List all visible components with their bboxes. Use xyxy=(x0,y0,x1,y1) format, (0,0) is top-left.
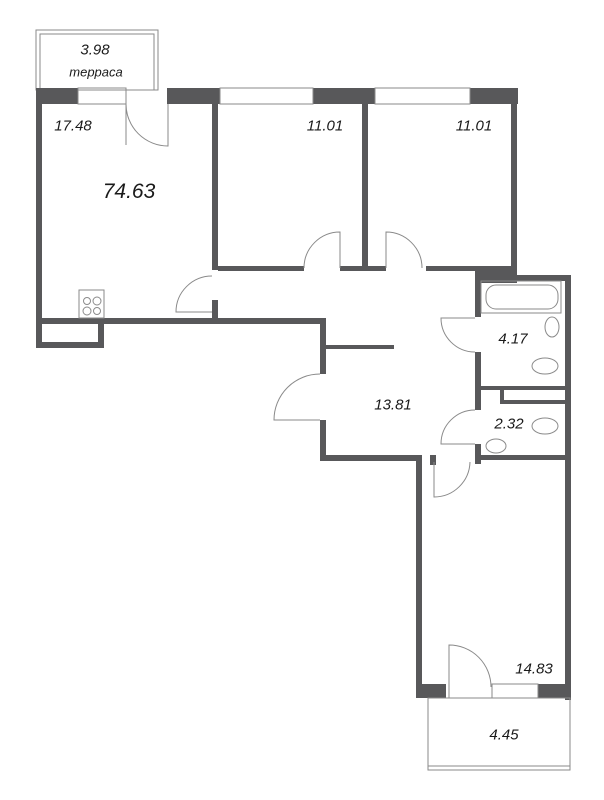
balcony-area: 4.45 xyxy=(489,726,519,744)
sink-icon xyxy=(485,438,507,454)
terrace-area: 3.98 xyxy=(80,41,110,59)
bathroom-area: 4.17 xyxy=(498,330,528,348)
hallway-area: 13.81 xyxy=(374,396,412,414)
stove-icon xyxy=(78,289,105,319)
fixtures xyxy=(78,280,562,454)
bedroom2-area: 11.01 xyxy=(455,117,493,135)
terrace xyxy=(35,29,159,91)
toilet-icon xyxy=(531,417,559,435)
doors xyxy=(125,103,492,698)
walls xyxy=(36,88,571,700)
terrace-name: терраса xyxy=(69,64,123,80)
kitchen-area: 17.48 xyxy=(54,117,92,135)
toilet-area: 2.32 xyxy=(494,415,524,433)
toilet-icon xyxy=(531,357,559,375)
bedroom3-area: 14.83 xyxy=(515,660,553,678)
bathtub-icon xyxy=(480,280,562,314)
sink-icon xyxy=(544,316,560,338)
windows xyxy=(77,87,571,771)
bedroom1-area: 11.01 xyxy=(306,117,344,135)
total-area: 74.63 xyxy=(102,180,156,203)
